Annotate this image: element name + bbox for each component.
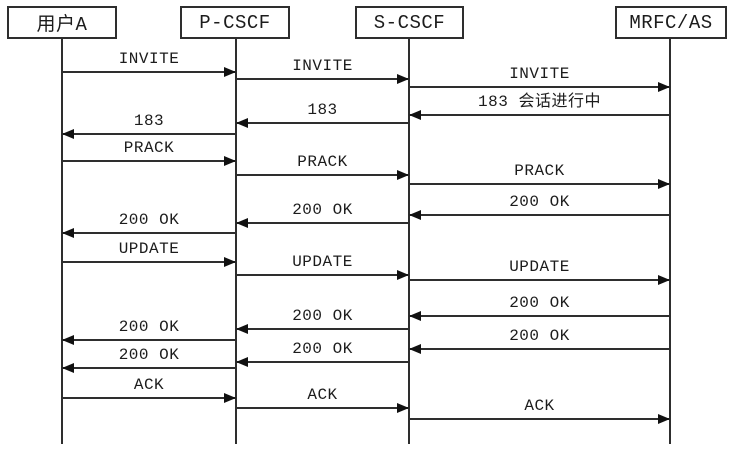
message-line-0 [62,71,236,73]
message-label-12: UPDATE [118,240,180,258]
message-line-21 [62,397,236,399]
message-line-9 [409,214,670,216]
arrowhead-icon-12 [224,257,236,267]
message-line-7 [236,174,409,176]
message-line-3 [409,114,670,116]
message-line-13 [236,274,409,276]
message-label-20: 200 OK [118,346,180,364]
lifeline-scscf [408,39,410,444]
message-label-22: ACK [307,386,338,404]
message-line-18 [409,348,670,350]
arrowhead-icon-23 [658,414,670,424]
arrowhead-icon-10 [236,218,248,228]
message-label-15: 200 OK [509,294,570,312]
message-label-2: INVITE [509,65,570,83]
message-label-4: 183 [307,101,338,119]
message-line-11 [62,232,236,234]
message-line-19 [236,361,409,363]
message-label-9: 200 OK [509,193,570,211]
message-line-14 [409,279,670,281]
arrowhead-icon-11 [62,228,74,238]
message-label-19: 200 OK [292,340,353,358]
message-line-2 [409,86,670,88]
arrowhead-icon-17 [62,335,74,345]
arrowhead-icon-22 [397,403,409,413]
arrowhead-icon-14 [658,275,670,285]
message-label-17: 200 OK [118,318,180,336]
message-line-22 [236,407,409,409]
arrowhead-icon-15 [409,311,421,321]
arrowhead-icon-13 [397,270,409,280]
message-line-10 [236,222,409,224]
message-line-23 [409,418,670,420]
message-label-5: 183 [133,112,165,130]
message-line-6 [62,160,236,162]
message-line-12 [62,261,236,263]
message-label-1: INVITE [292,57,353,75]
lifeline-mrfc [669,39,671,444]
actor-box-user-a: 用户A [7,6,117,39]
message-line-8 [409,183,670,185]
arrowhead-icon-1 [397,74,409,84]
actor-label-mrfc-as: MRFC/AS [629,11,713,34]
message-label-3: 183 会话进行中 [478,93,601,111]
message-label-14: UPDATE [509,258,570,276]
arrowhead-icon-5 [62,129,74,139]
lifeline-userA [61,39,63,444]
arrowhead-icon-0 [224,67,236,77]
arrowhead-icon-3 [409,110,421,120]
message-line-17 [62,339,236,341]
actor-box-p-cscf: P-CSCF [180,6,290,39]
actor-label-s-cscf: S-CSCF [373,11,446,34]
message-label-16: 200 OK [292,307,353,325]
lifeline-pcscf [235,39,237,444]
actor-label-user-a: 用户A [36,14,88,36]
arrowhead-icon-7 [397,170,409,180]
message-label-10: 200 OK [292,201,353,219]
message-line-15 [409,315,670,317]
message-label-0: INVITE [118,50,180,68]
message-label-21: ACK [133,376,165,394]
arrowhead-icon-16 [236,324,248,334]
actor-box-s-cscf: S-CSCF [355,6,464,39]
message-label-13: UPDATE [292,253,353,271]
arrowhead-icon-8 [658,179,670,189]
message-label-18: 200 OK [509,327,570,345]
message-line-4 [236,122,409,124]
message-line-16 [236,328,409,330]
message-label-7: PRACK [297,153,348,171]
actor-label-p-cscf: P-CSCF [199,11,271,34]
actor-box-mrfc-as: MRFC/AS [615,6,727,39]
arrowhead-icon-20 [62,363,74,373]
arrowhead-icon-19 [236,357,248,367]
message-line-1 [236,78,409,80]
message-line-20 [62,367,236,369]
message-label-23: ACK [524,397,555,415]
message-line-5 [62,133,236,135]
message-label-8: PRACK [514,162,565,180]
arrowhead-icon-6 [224,156,236,166]
message-label-6: PRACK [123,139,175,157]
arrowhead-icon-4 [236,118,248,128]
arrowhead-icon-2 [658,82,670,92]
arrowhead-icon-9 [409,210,421,220]
message-label-11: 200 OK [118,211,180,229]
arrowhead-icon-18 [409,344,421,354]
arrowhead-icon-21 [224,393,236,403]
